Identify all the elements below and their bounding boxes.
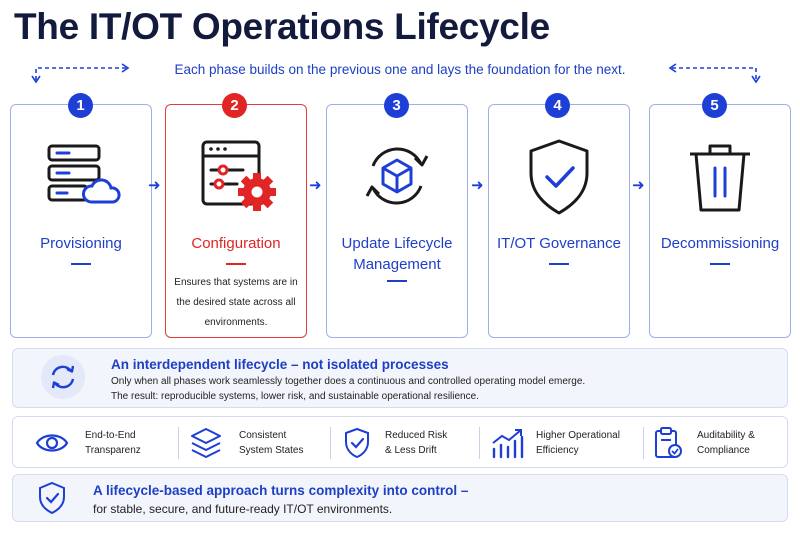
interdependent-text: Only when all phases work seamlessly tog… <box>111 376 586 387</box>
refresh-cube-icon <box>365 147 429 205</box>
phase-name: Provisioning <box>40 235 122 252</box>
chevron-right-icon: ➜ <box>471 177 484 194</box>
phase-card-provisioning: Provisioning <box>10 104 152 338</box>
phase-underline <box>387 280 407 282</box>
phase-card-update-lifecycle: Update Lifecycle Management <box>326 104 468 338</box>
chevron-right-icon: ➜ <box>309 177 322 194</box>
eye-icon <box>35 434 69 452</box>
phase-card-decommissioning: Decommissioning <box>649 104 791 338</box>
trash-icon <box>690 144 750 212</box>
phase-card-configuration: Configuration Ensures that systems are i… <box>165 104 307 338</box>
interdependent-result: The result: reproducible systems, lower … <box>111 391 479 402</box>
server-cloud-icon <box>47 144 121 204</box>
divider <box>479 427 480 459</box>
benefit-reduced-risk: Reduced Risk& Less Drift <box>343 417 447 469</box>
closing-text: for stable, secure, and future-ready IT/… <box>93 502 393 516</box>
closing-heading: A lifecycle-based approach turns complex… <box>93 483 469 498</box>
phase-underline <box>71 263 91 265</box>
benefit-auditability: Auditability &Compliance <box>653 417 755 469</box>
phase-card-governance: IT/OT Governance <box>488 104 630 338</box>
divider <box>643 427 644 459</box>
double-arrow-left-icon <box>31 63 130 84</box>
closing-panel: A lifecycle-based approach turns complex… <box>12 474 788 522</box>
phase-number-badge: 1 <box>68 93 93 118</box>
phase-number-badge: 2 <box>222 93 247 118</box>
benefit-label: Auditability &Compliance <box>697 430 755 456</box>
page-title: The IT/OT Operations Lifecycle <box>14 6 550 47</box>
interdependent-heading: An interdependent lifecycle – not isolat… <box>111 357 449 372</box>
phase-number-badge: 5 <box>702 93 727 118</box>
settings-gear-icon <box>201 140 276 211</box>
shield-check-icon <box>529 139 589 215</box>
phase-description: Ensures that systems are in the desired … <box>174 277 298 328</box>
growth-chart-icon <box>492 429 524 459</box>
phase-name: Decommissioning <box>660 235 780 252</box>
layers-icon <box>191 428 221 458</box>
phase-underline <box>226 263 246 265</box>
shield-check-icon <box>345 427 369 459</box>
shield-check-icon <box>39 481 65 515</box>
phase-number-badge: 3 <box>384 93 409 118</box>
divider <box>178 427 179 459</box>
subtitle: Each phase builds on the previous one an… <box>174 62 626 77</box>
phase-name: IT/OT Governance <box>497 235 621 252</box>
divider <box>330 427 331 459</box>
interdependent-panel: An interdependent lifecycle – not isolat… <box>12 348 788 408</box>
phase-number-badge: 4 <box>545 93 570 118</box>
cycle-icon <box>41 355 85 399</box>
benefit-label: Reduced Risk& Less Drift <box>385 430 448 456</box>
clipboard-check-icon <box>655 427 682 458</box>
phase-name: Update Lifecycle Management <box>341 235 453 273</box>
double-arrow-right-icon <box>668 63 761 84</box>
phase-underline <box>549 263 569 265</box>
chevron-right-icon: ➜ <box>148 177 161 194</box>
phase-name: Configuration <box>191 235 281 252</box>
chevron-right-icon: ➜ <box>632 177 645 194</box>
phase-underline <box>710 263 730 265</box>
